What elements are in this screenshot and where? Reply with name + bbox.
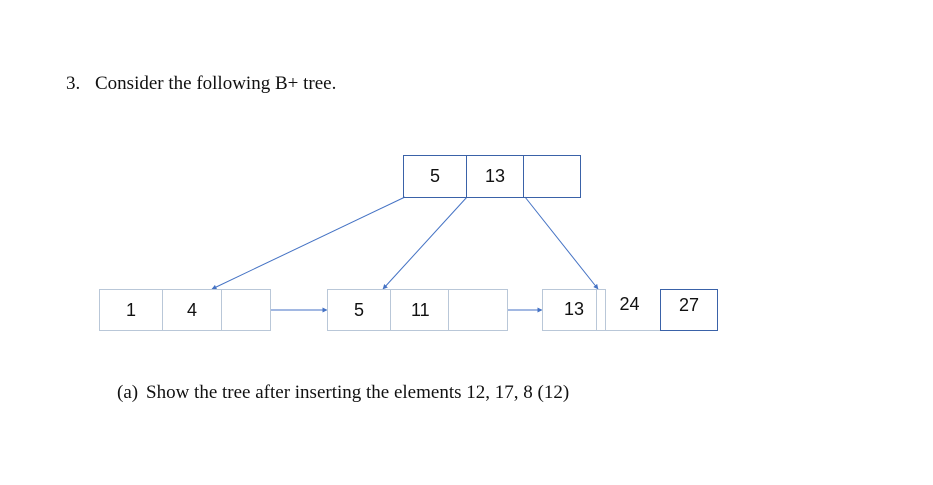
subquestion-line: (a) Show the tree after inserting the ele… (117, 382, 569, 404)
leaf-3-key-1: 13 (542, 289, 606, 331)
root-key-2: 13 (466, 155, 524, 198)
subquestion-text: Show the tree after inserting the elemen… (146, 382, 570, 403)
leaf-2-key-2: 11 (390, 289, 449, 331)
root-key-3 (523, 155, 581, 198)
leaf-2-key-3 (448, 289, 508, 331)
edge-root-to-leaf-2 (382, 196, 468, 290)
root-key-1: 5 (403, 155, 467, 198)
leaf-1-key-2: 4 (162, 289, 222, 331)
edge-root-to-leaf-1 (211, 196, 406, 290)
question-text: Consider the following B+ tree. (95, 73, 337, 94)
question-number: 3. (66, 73, 81, 94)
leaf-3-key-2: 24 (596, 289, 662, 331)
leaf-1-key-1: 1 (99, 289, 163, 331)
leaf-1-key-3 (221, 289, 271, 331)
question-line: 3. Consider the following B+ tree. (66, 73, 336, 95)
edge-root-to-leaf-3 (524, 196, 599, 290)
subquestion-label: (a) (117, 382, 139, 403)
leaf-2-key-1: 5 (327, 289, 391, 331)
leaf-3-key-3: 27 (660, 289, 718, 331)
